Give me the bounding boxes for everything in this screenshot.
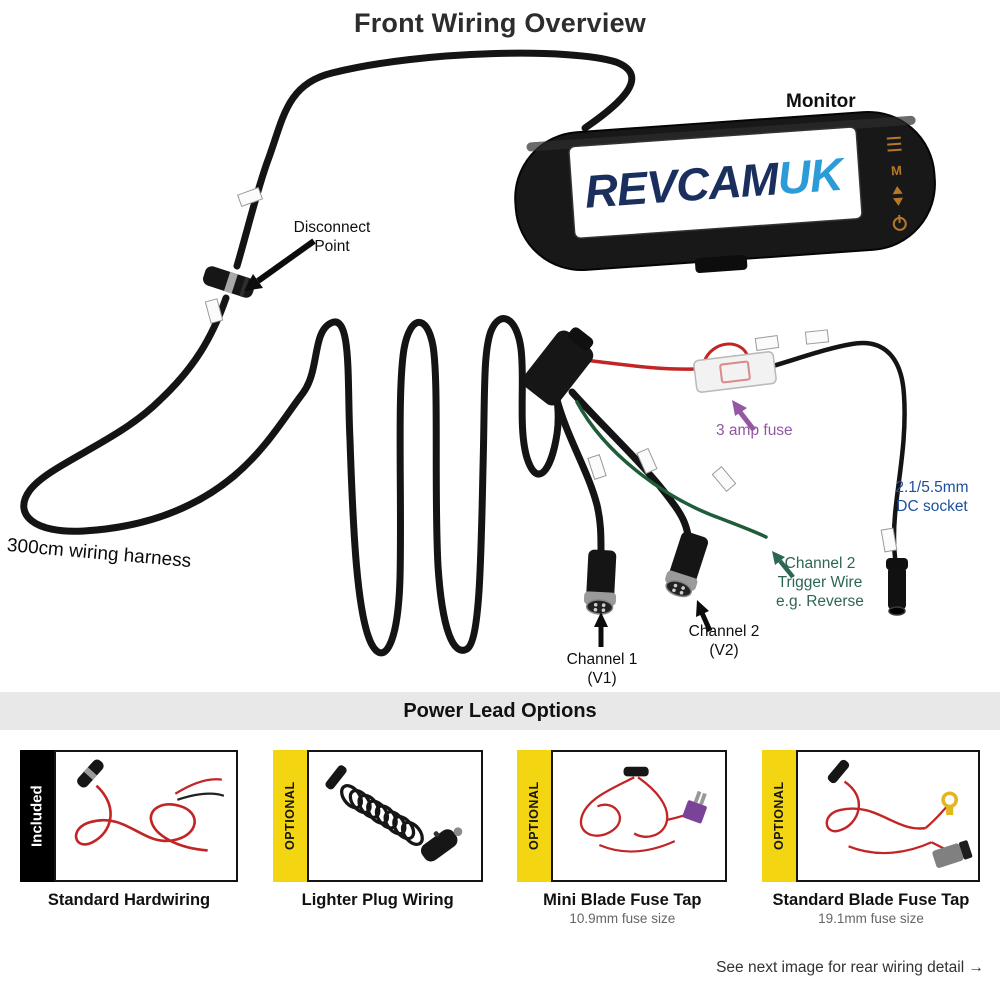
card-subcaption	[20, 911, 238, 927]
trigger-wire	[575, 400, 768, 539]
channel1-label: Channel 1 (V1)	[566, 651, 638, 687]
card-standard-hardwiring: Included Standard Hardwiring	[20, 750, 238, 927]
included-badge: Included	[20, 750, 54, 882]
mini-fuse-art	[580, 766, 708, 853]
monitor-label: Monitor	[786, 91, 856, 112]
power-icon[interactable]	[892, 214, 907, 231]
card-caption: Standard Blade Fuse Tap	[772, 891, 970, 909]
fuse-holder	[693, 351, 777, 393]
optional-badge: OPTIONAL	[272, 750, 307, 882]
monitor-mount	[694, 254, 748, 273]
fuse-red-loop	[702, 342, 750, 364]
page-title: Front Wiring Overview	[354, 8, 646, 38]
channel2-label: Channel 2 (V2)	[688, 623, 760, 659]
power-lead-options-heading: Power Lead Options	[403, 699, 597, 722]
harness-cables	[20, 49, 692, 657]
hardwiring-art	[74, 759, 225, 852]
card-mini-blade-fuse-tap: OPTIONAL Mi	[517, 750, 728, 927]
standard-blade-fuse-image	[795, 750, 980, 882]
cable-ties	[204, 186, 898, 553]
trigger-wire-label: Channel 2 Trigger Wire e.g. Reverse	[776, 555, 864, 610]
card-subcaption	[273, 911, 483, 927]
harness-loops-cable	[20, 294, 562, 657]
channel1-connector	[583, 549, 617, 615]
fuse-red-wire	[582, 358, 696, 371]
fuse-arrow	[732, 400, 756, 432]
lighter-plug-art	[325, 765, 462, 862]
mini-blade-fuse-image	[551, 750, 728, 882]
annotation-arrows	[244, 238, 795, 647]
card-subcaption: 10.9mm fuse size	[569, 911, 676, 926]
card-caption: Mini Blade Fuse Tap	[543, 891, 702, 909]
power-lead-cards: Included Standard Hardwiring OPTIONAL	[20, 750, 980, 927]
monitor-touch-buttons: M	[886, 136, 907, 231]
fuse-label: 3 amp fuse	[716, 422, 793, 439]
next-image-note: See next image for rear wiring detail →	[716, 959, 984, 976]
standard-hardwiring-image	[54, 750, 238, 882]
card-caption: Lighter Plug Wiring	[301, 891, 454, 909]
channel1-arrow	[594, 612, 608, 647]
channel2-connector	[665, 531, 709, 598]
junction-block	[522, 327, 594, 406]
m-button[interactable]: M	[891, 163, 903, 179]
trigger-wire-arrow	[772, 551, 795, 579]
optional-badge: OPTIONAL	[517, 750, 552, 882]
monitor-to-disconnect-cable	[233, 49, 636, 270]
menu-icon[interactable]	[886, 136, 902, 152]
disconnect-point-label: Disconnect Point	[293, 219, 371, 255]
power-wire-to-dc-socket	[770, 340, 907, 568]
channel2-arrow	[696, 600, 713, 633]
dc-socket	[886, 558, 908, 616]
monitor-screen	[568, 126, 863, 239]
monitor: REVCAMUK M	[514, 110, 936, 273]
card-subcaption: 19.1mm fuse size	[818, 911, 924, 926]
lighter-plug-image	[306, 750, 483, 882]
dc-socket-label: 2.1/5.5mm DC socket	[895, 479, 969, 515]
standard-fuse-art	[825, 759, 973, 868]
volume-arrows-icon[interactable]	[892, 185, 903, 207]
wiring-harness-art: REVCAMUK M	[20, 49, 936, 657]
card-caption: Standard Hardwiring	[47, 891, 211, 909]
card-lighter-plug-wiring: OPTIONAL	[272, 750, 483, 927]
power-lead-options-bar: Power Lead Options	[0, 692, 1000, 730]
channel1-lead	[552, 392, 605, 556]
disconnect-connector	[203, 266, 255, 298]
card-standard-blade-fuse-tap: OPTIONAL	[761, 750, 980, 927]
disconnect-arrow	[244, 238, 316, 291]
wiring-diagram: REVCAMUK M	[6, 49, 969, 687]
optional-badge: OPTIONAL	[761, 750, 796, 882]
